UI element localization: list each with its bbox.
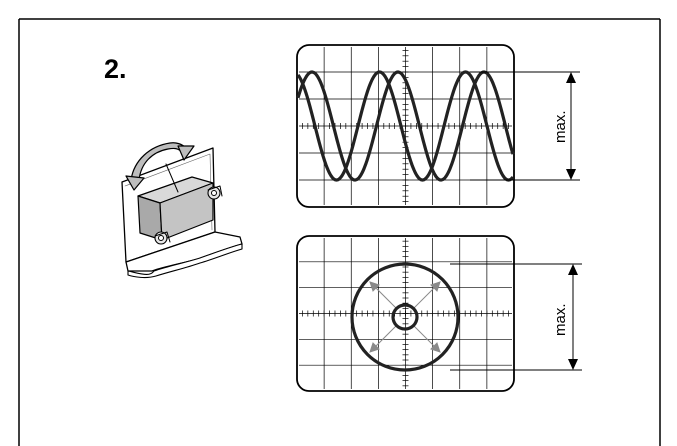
inner-circle <box>391 303 419 331</box>
page-border <box>18 18 661 446</box>
oscilloscope-top-ticks <box>302 50 509 202</box>
expansion-arrows <box>369 281 441 353</box>
sine-wave-a <box>296 70 515 182</box>
rotating-device-illustration <box>121 142 243 279</box>
outer-circle <box>350 262 460 372</box>
oscilloscope-top <box>296 44 580 208</box>
device-side-face <box>159 182 214 241</box>
max-label-bottom: max. <box>552 303 569 336</box>
sine-wave-b <box>296 70 515 182</box>
max-label-top: max. <box>552 110 569 143</box>
oscilloscope-bottom <box>296 235 582 392</box>
step-number: 2. <box>104 54 127 84</box>
